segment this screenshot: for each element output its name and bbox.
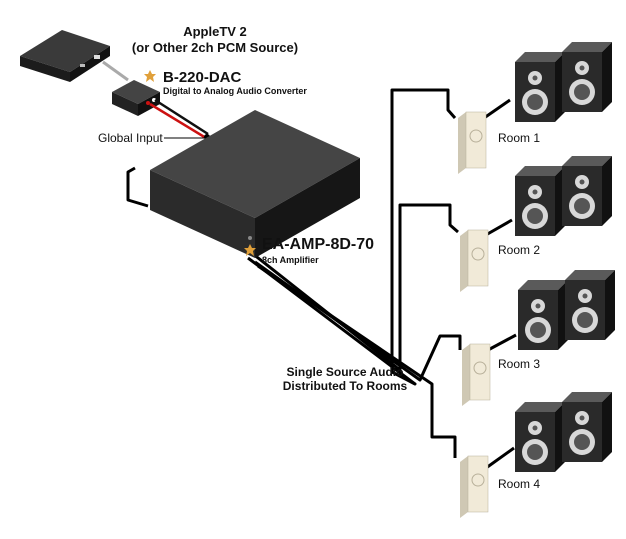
source-line-2: (or Other 2ch PCM Source) xyxy=(131,40,299,55)
wall-plate-room-3 xyxy=(461,343,491,407)
optical-cable xyxy=(102,60,129,82)
room-label-2: Room 2 xyxy=(498,243,541,257)
distribution-line-2: Distributed To Rooms xyxy=(282,379,408,393)
red-audio-cable xyxy=(149,102,207,140)
speaker-right-room-4 xyxy=(562,392,612,462)
wall-plate-room-2 xyxy=(459,229,489,293)
amp-name: EA-AMP-8D-70 xyxy=(262,236,375,253)
speaker-right-room-3 xyxy=(565,270,615,340)
source-line-1: AppleTV 2 xyxy=(183,24,247,39)
dac-device xyxy=(112,80,160,116)
distribution-line-1: Single Source Audio xyxy=(286,365,404,379)
distribution-label: Single Source Audio Distributed To Rooms xyxy=(270,365,420,393)
source-label: AppleTV 2 (or Other 2ch PCM Source) xyxy=(110,24,320,56)
cable-network xyxy=(126,88,517,470)
dac-description: Digital to Analog Audio Converter xyxy=(163,86,307,96)
appletv-device xyxy=(20,30,110,82)
wall-plate-room-4 xyxy=(459,455,489,519)
speaker-right-room-1 xyxy=(562,42,612,112)
speaker-left-room-3 xyxy=(518,280,568,350)
room-label-4: Room 4 xyxy=(498,477,541,491)
dac-accent-star-icon xyxy=(144,70,156,82)
white-audio-cable xyxy=(154,98,209,136)
speaker-left-room-1 xyxy=(515,52,565,122)
speaker-left-room-4 xyxy=(515,402,565,472)
amplifier-device xyxy=(150,110,360,258)
amp-description: 8ch Amplifier xyxy=(262,255,319,265)
room-label-1: Room 1 xyxy=(498,131,541,145)
global-input-label: Global Input xyxy=(98,131,163,145)
speaker-right-room-2 xyxy=(562,156,612,226)
wall-plate-room-1 xyxy=(457,111,487,175)
dac-name: B-220-DAC xyxy=(163,69,242,86)
speaker-left-room-2 xyxy=(515,166,565,236)
room-label-3: Room 3 xyxy=(498,357,541,371)
